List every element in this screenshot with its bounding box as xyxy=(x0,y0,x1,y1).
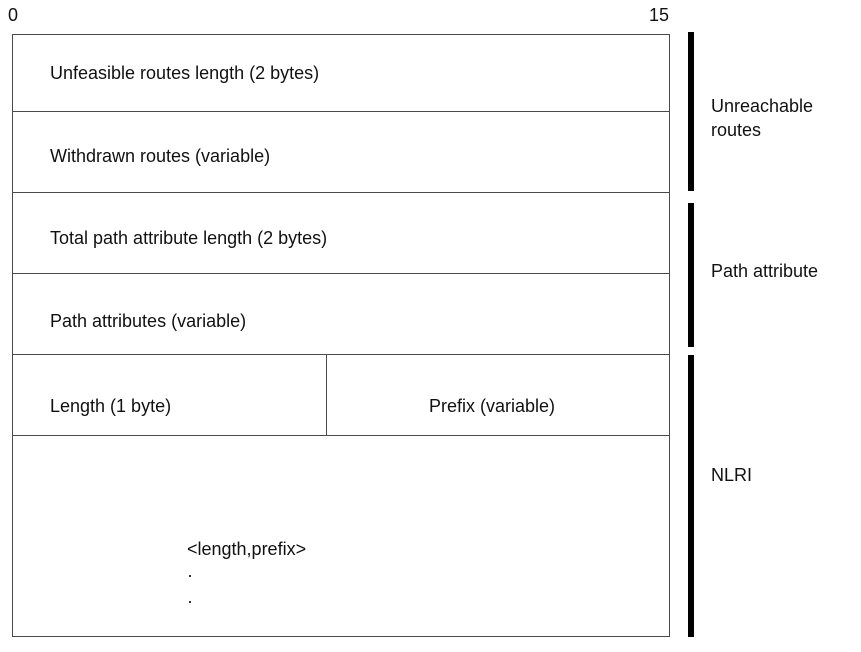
ellipsis-dot xyxy=(189,575,191,577)
field-withdrawn-routes: Withdrawn routes (variable) xyxy=(50,146,271,166)
field-path-attributes: Path attributes (variable) xyxy=(50,311,247,331)
row-withdrawn-routes: Withdrawn routes (variable) xyxy=(13,112,669,193)
field-total-path-attribute-length: Total path attribute length (2 bytes) xyxy=(50,228,328,248)
bracket-nlri xyxy=(688,355,694,637)
row-path-attributes: Path attributes (variable) xyxy=(13,274,669,355)
field-prefix: Prefix (variable) xyxy=(429,396,556,416)
section-label-unreachable-routes-line1: Unreachable xyxy=(711,96,814,116)
bit-ruler-start: 0 xyxy=(8,5,19,25)
section-label-path-attribute: Path attribute xyxy=(711,261,819,281)
row-total-path-attribute-length: Total path attribute length (2 bytes) xyxy=(13,193,669,274)
bracket-path-attribute xyxy=(688,203,694,347)
bracket-unreachable-routes xyxy=(688,32,694,191)
field-length-prefix-tuple: <length,prefix> xyxy=(187,539,307,559)
bit-ruler-end: 15 xyxy=(649,5,670,25)
row-length-prefix: Length (1 byte) Prefix (variable) xyxy=(13,355,669,436)
ellipsis-dot xyxy=(189,601,191,603)
section-label-nlri: NLRI xyxy=(711,465,753,485)
row-unfeasible-routes-length: Unfeasible routes length (2 bytes) xyxy=(13,35,669,112)
section-label-unreachable-routes: Unreachable routes xyxy=(711,94,813,142)
field-unfeasible-routes-length: Unfeasible routes length (2 bytes) xyxy=(50,63,320,83)
field-length: Length (1 byte) xyxy=(50,396,172,416)
field-divider xyxy=(326,355,327,435)
bgp-update-message-frame: Unfeasible routes length (2 bytes) Withd… xyxy=(12,34,670,637)
row-repeated-entries: <length,prefix> xyxy=(13,436,669,635)
section-label-unreachable-routes-line2: routes xyxy=(711,120,762,140)
